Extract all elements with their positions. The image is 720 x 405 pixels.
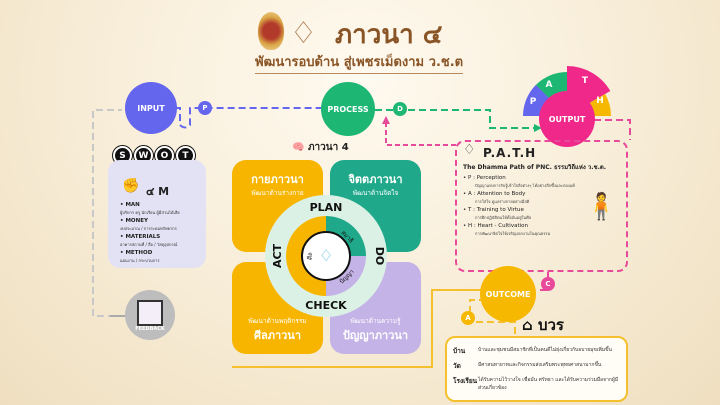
sila-label: ศีล <box>306 252 314 260</box>
check-label: CHECK <box>305 299 347 312</box>
pie-label: T <box>582 76 589 86</box>
four-m-title: ๔ M <box>146 185 170 198</box>
process-label: PROCESS <box>327 104 369 114</box>
process-node[interactable]: PROCESS <box>321 82 375 136</box>
diamond-icon: ♢ <box>463 142 476 158</box>
plan-label: PLAN <box>310 201 343 214</box>
pie-label: A <box>546 80 553 90</box>
path-title: P.A.T.H <box>483 146 537 160</box>
path-subtitle: The Dhamma Path of PNC. ธรรมวิถีแห่ง ว.ช… <box>463 164 607 171</box>
school-logo <box>258 12 284 50</box>
pdca-cycle: ♢ PLAN CHECK DO ACT สมาธิ ปัญญา ศีล <box>265 195 387 317</box>
feedback-label: FEEDBACK <box>135 326 165 332</box>
qr-code-icon <box>137 300 163 326</box>
a-badge: A <box>461 311 475 325</box>
path-panel: ♢ P.A.T.H The Dhamma Path of PNC. ธรรมวิ… <box>455 140 628 272</box>
d-badge: D <box>393 102 407 116</box>
p-badge: P <box>198 101 212 115</box>
page-title: ภาวนา ๔ <box>335 20 443 50</box>
pie-label: H <box>596 96 604 106</box>
pie-label: P <box>530 97 537 107</box>
page-subtitle: พัฒนารอบด้าน สู่เพชรเม็ดงาม ว.ช.ต <box>255 51 464 74</box>
bowon-row: โรงเรียนได้รับความไว้วางใจ เชื่อมั่น ศรั… <box>453 377 619 391</box>
input-label: INPUT <box>137 103 165 113</box>
bowon-row: บ้านบ้านและชุมชนมีสมาชิกที่เป็นคนดีไม่ยุ… <box>453 347 612 355</box>
feedback-node[interactable]: FEEDBACK <box>125 290 175 340</box>
outcome-node[interactable]: OUTCOME <box>480 266 536 322</box>
diamond-icon: ♢ <box>319 246 333 265</box>
center-title: 🧠 ภาวนา 4 <box>292 142 349 153</box>
bowon-heading: ⌂ บวร <box>522 316 564 334</box>
bowon-panel: บ้านบ้านและชุมชนมีสมาชิกที่เป็นคนดีไม่ยุ… <box>445 336 628 402</box>
bowon-row: วัดมีศาสนทายาทและกิจกรรมส่งเสริมพระพุทธศ… <box>453 362 602 370</box>
do-label: DO <box>373 247 386 265</box>
input-node[interactable]: INPUT <box>125 82 177 134</box>
meditation-figure-icon: 🧍 <box>585 192 618 222</box>
output-label: OUTPUT <box>548 114 586 124</box>
outcome-label: OUTCOME <box>485 289 531 299</box>
act-label: ACT <box>271 243 284 268</box>
diamond-icon: ♢ <box>290 16 317 51</box>
c-badge: C <box>541 277 555 291</box>
house-icon: ⌂ <box>522 316 533 334</box>
output-node[interactable]: OUTPUT <box>539 91 595 147</box>
fist-icon: ✊ <box>122 178 140 194</box>
